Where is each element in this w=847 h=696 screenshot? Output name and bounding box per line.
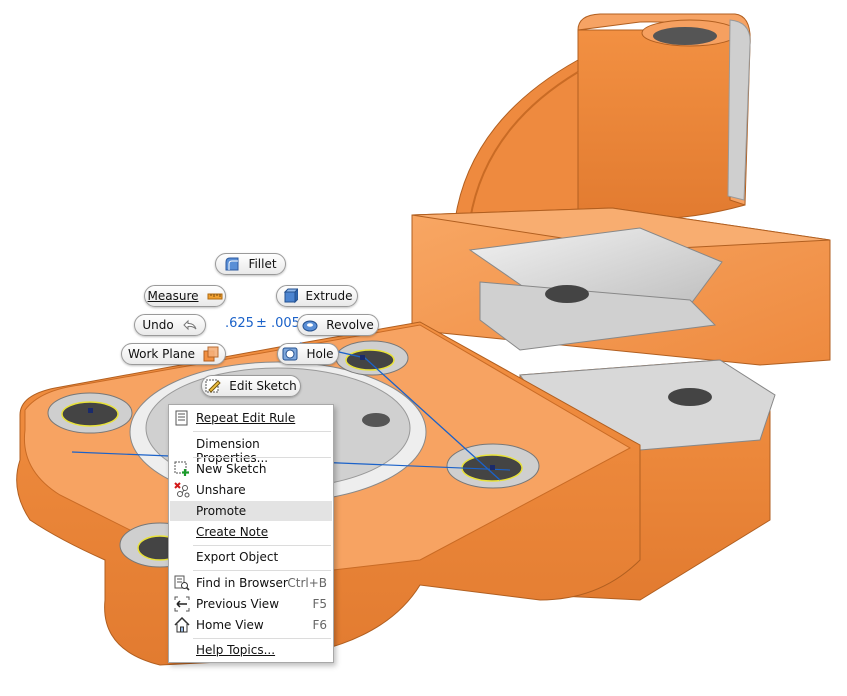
dimension-number: .625	[225, 316, 254, 331]
menu-separator	[193, 457, 331, 458]
unshare-icon	[174, 482, 190, 498]
menu-item-shortcut: F5	[312, 597, 327, 611]
undo-arrow-icon	[182, 319, 197, 331]
undo-label: Undo	[142, 318, 174, 332]
extrude-label: Extrude	[305, 289, 353, 303]
menu-item-label: New Sketch	[196, 462, 267, 476]
menu-item-help-topics[interactable]: Help Topics...	[170, 640, 332, 660]
menu-item-export-object[interactable]: Export Object	[170, 547, 332, 567]
work-plane-label: Work Plane	[127, 347, 196, 361]
menu-item-create-note[interactable]: Create Note	[170, 522, 332, 542]
measure-button[interactable]: Measure	[144, 285, 226, 307]
dimension-tolerance: ± .005	[255, 316, 300, 331]
context-menu: Repeat Edit Rule Dimension Properties...…	[168, 404, 334, 663]
menu-item-new-sketch[interactable]: New Sketch	[170, 459, 332, 479]
edit-sketch-label: Edit Sketch	[229, 379, 297, 393]
repeat-icon	[175, 410, 188, 426]
menu-item-dimension-properties[interactable]: Dimension Properties...	[170, 434, 332, 465]
edit-sketch-icon	[205, 379, 221, 393]
new-sketch-icon	[174, 461, 189, 476]
menu-separator	[193, 638, 331, 639]
undo-button[interactable]: Undo	[134, 314, 206, 336]
fillet-icon	[225, 257, 239, 271]
menu-item-label: Export Object	[196, 550, 279, 564]
menu-item-label: Dimension Properties...	[196, 437, 269, 465]
rib	[454, 59, 579, 221]
top-boss	[577, 13, 751, 220]
hole-button[interactable]: Hole	[277, 343, 339, 365]
home-view-icon	[174, 617, 190, 633]
hole-icon	[282, 347, 298, 361]
menu-item-label: Unshare	[196, 483, 246, 497]
revolve-button[interactable]: Revolve	[297, 314, 379, 336]
menu-item-label: Find in Browser	[196, 576, 288, 590]
menu-item-home-view[interactable]: Home View F6	[170, 615, 332, 635]
menu-separator	[193, 570, 331, 571]
menu-item-promote[interactable]: Promote	[170, 501, 332, 521]
find-in-browser-icon	[174, 575, 190, 591]
measure-label: Measure	[147, 289, 199, 303]
menu-item-shortcut: Ctrl+B	[287, 576, 327, 590]
revolve-icon	[302, 320, 318, 332]
work-plane-icon	[203, 346, 219, 362]
middle-block	[411, 207, 831, 366]
work-plane-button[interactable]: Work Plane	[121, 343, 226, 365]
edit-sketch-button[interactable]: Edit Sketch	[201, 375, 301, 397]
revolve-label: Revolve	[326, 318, 374, 332]
dimension-value[interactable]: .625± .005	[225, 316, 300, 331]
menu-item-label: Home View	[196, 618, 264, 632]
fillet-button[interactable]: Fillet	[215, 253, 286, 275]
menu-item-unshare[interactable]: Unshare	[170, 480, 332, 500]
hole-label: Hole	[306, 347, 334, 361]
menu-item-label: Previous View	[196, 597, 280, 611]
menu-item-previous-view[interactable]: Previous View F5	[170, 594, 332, 614]
fillet-label: Fillet	[248, 257, 277, 271]
menu-item-shortcut: F6	[312, 618, 327, 632]
menu-item-repeat-edit-rule[interactable]: Repeat Edit Rule	[170, 408, 332, 428]
measure-icon	[207, 293, 222, 300]
extrude-icon	[283, 288, 298, 304]
menu-item-find-in-browser[interactable]: Find in Browser Ctrl+B	[170, 573, 332, 593]
extrude-button[interactable]: Extrude	[276, 285, 358, 307]
menu-item-label: Repeat Edit Rule	[196, 411, 296, 425]
menu-separator	[193, 431, 331, 432]
menu-item-label: Promote	[196, 504, 247, 518]
menu-item-label: Create Note	[196, 525, 269, 539]
previous-view-icon	[174, 596, 190, 612]
menu-separator	[193, 545, 331, 546]
menu-item-label: Help Topics...	[196, 643, 276, 657]
